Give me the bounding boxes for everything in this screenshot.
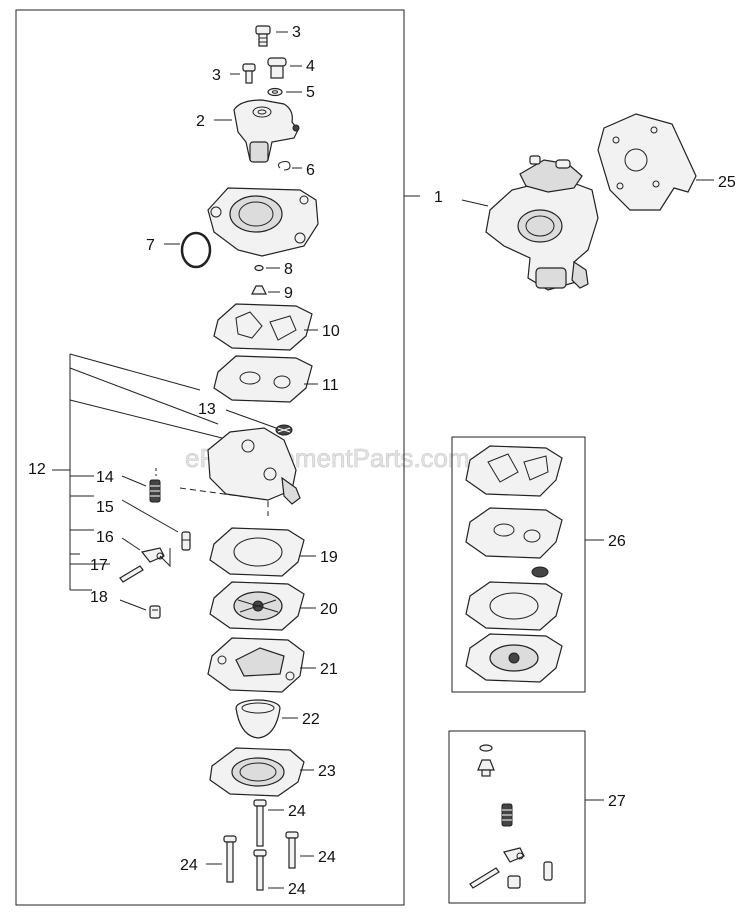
callout-3-top: 3 (292, 24, 301, 41)
callout-27: 27 (608, 793, 626, 810)
callout-24-b: 24 (180, 857, 198, 874)
callout-25: 25 (718, 174, 736, 191)
kit-12-bracket (52, 353, 269, 591)
part-21-cover (207, 637, 305, 693)
callout-5: 5 (306, 84, 315, 101)
callout-3-lower: 3 (212, 67, 221, 84)
part-11-diaphragm (213, 355, 313, 403)
part-1-carburetor-assembly (485, 155, 599, 291)
callout-4: 4 (306, 58, 315, 75)
kit-26-gasket-round (465, 581, 563, 631)
part-24-screw-a (253, 799, 267, 847)
kit-27-pin (469, 867, 500, 889)
part-3-screw-lower (242, 63, 256, 84)
callout-7: 7 (146, 237, 155, 254)
carburetor-body (207, 187, 319, 257)
main-assembly-frame (15, 9, 405, 906)
callout-24-a: 24 (288, 803, 306, 820)
part-9-needle-seat (251, 285, 267, 295)
callout-10: 10 (322, 323, 340, 340)
callout-22: 22 (302, 711, 320, 728)
part-24-screw-d (253, 849, 267, 891)
callout-18: 18 (90, 589, 108, 606)
part-14-spring (149, 479, 161, 503)
part-7-o-ring (180, 231, 212, 269)
part-13-filter-screen (275, 424, 293, 436)
pump-cover (207, 427, 301, 505)
kit-26-filter (531, 566, 549, 578)
kit-27-spring (501, 803, 513, 827)
callout-16: 16 (96, 529, 114, 546)
callout-14: 14 (96, 469, 114, 486)
kit-26-gasket-top (465, 445, 563, 497)
part-6-clip (277, 161, 291, 171)
part-22-primer-bulb (235, 699, 281, 739)
kit-27-washer (479, 744, 493, 752)
part-19-gasket (209, 527, 305, 577)
callout-8: 8 (284, 261, 293, 278)
callout-24-c: 24 (318, 849, 336, 866)
part-20-diaphragm (209, 581, 305, 631)
callout-12: 12 (28, 461, 46, 478)
callout-2: 2 (196, 113, 205, 130)
part-15-needle (181, 531, 191, 551)
callout-20: 20 (320, 601, 338, 618)
part-4-adjuster (267, 57, 287, 79)
part-24-screw-c (285, 831, 299, 869)
callout-13: 13 (198, 401, 216, 418)
callout-1: 1 (434, 189, 443, 206)
part-2-throttle-body (233, 99, 300, 163)
callout-21: 21 (320, 661, 338, 678)
part-5-washer (267, 87, 283, 97)
part-8-seal (254, 264, 264, 272)
callout-23: 23 (318, 763, 336, 780)
kit-box-26 (451, 436, 586, 693)
part-25-insulator-gasket (597, 113, 697, 211)
callout-15: 15 (96, 499, 114, 516)
part-18-screw (149, 605, 161, 619)
kit-27-needle (543, 861, 553, 881)
part-17-pin (119, 565, 144, 583)
callout-17: 17 (90, 557, 108, 574)
callout-11: 11 (322, 377, 339, 394)
kit-26-diaphragm (465, 507, 563, 559)
part-16-inlet-lever (140, 547, 171, 568)
part-23-retainer (209, 747, 305, 797)
callout-26: 26 (608, 533, 626, 550)
kit-27-screw (507, 875, 521, 889)
part-24-screw-b (223, 835, 237, 883)
kit-27-seat (477, 759, 495, 777)
kit-26-pump-diaphragm (465, 633, 563, 683)
callout-19: 19 (320, 549, 338, 566)
callout-6: 6 (306, 162, 315, 179)
kit-box-27 (448, 730, 586, 904)
callout-9: 9 (284, 285, 293, 302)
kit-27-lever (503, 847, 525, 863)
callout-24-d: 24 (288, 881, 306, 898)
part-10-gasket (213, 303, 313, 351)
part-3-screw-top (255, 25, 271, 47)
